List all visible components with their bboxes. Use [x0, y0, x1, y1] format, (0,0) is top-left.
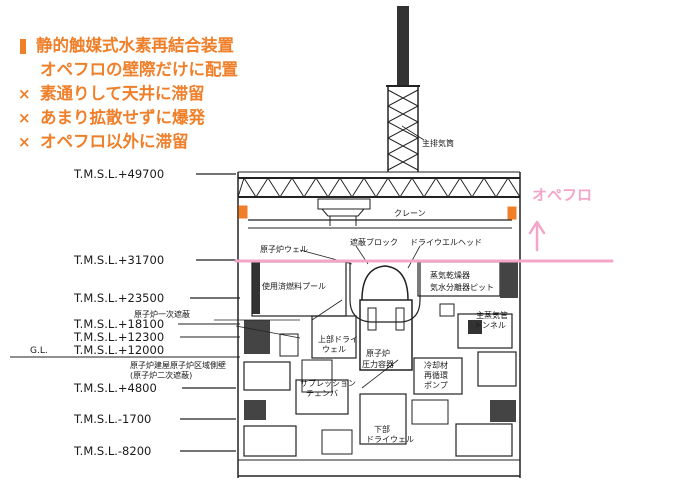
note-placement: オペフロの壁際だけに配置 — [40, 60, 238, 79]
level-12000: T.M.S.L.+12000 — [73, 343, 164, 357]
cooling-label: 冷却材 — [424, 360, 448, 370]
note-problem-2: あまり拡散せずに爆発 — [40, 108, 205, 127]
msl-tunnel-label-2: トンネル — [474, 321, 506, 330]
level-31700: T.M.S.L.+31700 — [73, 253, 164, 267]
containment-label-2: (原子炉二次遮蔽) — [130, 370, 192, 380]
reactor-well-label: 原子炉ウェル — [260, 244, 308, 254]
crane-label: クレーン — [394, 209, 426, 218]
fuel-pool-label: 使用済燃料プール — [262, 281, 326, 291]
rpv-label-2: 圧力容器 — [362, 359, 394, 369]
containment-label: 原子炉建屋原子炉区域側壁 — [130, 360, 226, 370]
note-row-4: × あまり拡散せずに爆発 — [18, 106, 238, 130]
crane — [238, 198, 517, 229]
level-23500: T.M.S.L.+23500 — [73, 291, 164, 305]
building-outline — [237, 171, 521, 478]
bullet-square-icon — [20, 38, 26, 54]
recombiner-marker-left — [238, 205, 248, 219]
gl-label: G.L. — [30, 346, 48, 356]
reactor-middle — [214, 299, 517, 395]
lower-drywell-label-2: ドライウェル — [366, 435, 414, 444]
cross-icon: × — [18, 85, 31, 103]
note-row-1: 静的触媒式水素再結合装置 — [18, 34, 238, 58]
level-12300: T.M.S.L.+12300 — [73, 330, 164, 344]
suppression-label: サプレッション — [300, 379, 356, 388]
cooling-label-2: 再循環 — [424, 370, 448, 380]
note-row-2: オペフロの壁際だけに配置 — [18, 58, 238, 82]
lower-drywell-label: 下部 — [374, 424, 390, 434]
notes-panel: 静的触媒式水素再結合装置 オペフロの壁際だけに配置 × 素通りして天井に滞留 × あ… — [18, 34, 238, 154]
rpv-label: 原子炉 — [366, 348, 390, 358]
roof-truss — [237, 176, 521, 198]
operating-floor-label: オペフロ — [532, 186, 592, 204]
upper-drywell-label: 上部ドライ — [318, 334, 358, 344]
cross-icon: × — [18, 109, 31, 127]
level-minus-1700: T.M.S.L.-1700 — [73, 412, 151, 426]
separator-pit-label: 気水分離器ピット — [430, 282, 494, 292]
level-49700: T.M.S.L.+49700 — [73, 167, 164, 181]
level-minus-8200: T.M.S.L.-8200 — [73, 444, 151, 458]
note-recombiner: 静的触媒式水素再結合装置 — [36, 36, 234, 55]
stack-label: 主排気筒 — [422, 138, 454, 148]
msl-tunnel-label: 主蒸気管 — [476, 310, 508, 320]
upper-drywell-label-2: ウェル — [322, 345, 346, 354]
level-4800: T.M.S.L.+4800 — [73, 381, 157, 395]
note-problem-3: オペフロ以外に滞留 — [40, 132, 189, 151]
shield-plug-label: 遮蔽ブロック — [350, 237, 398, 247]
cooling-label-3: ポンプ — [424, 381, 448, 390]
dryer-pit-label: 蒸気乾燥器 — [430, 270, 470, 280]
note-problem-1: 素通りして天井に滞留 — [40, 84, 205, 103]
recombiner-marker-right — [507, 206, 517, 220]
level-18100: T.M.S.L.+18100 — [73, 317, 164, 331]
operating-floor-annotation: オペフロ — [234, 186, 614, 263]
elevation-labels: T.M.S.L.+49700 T.M.S.L.+31700 T.M.S.L.+2… — [10, 167, 240, 458]
reactor-lower — [238, 379, 520, 477]
cross-icon: × — [18, 133, 31, 151]
note-row-5: × オペフロ以外に滞留 — [18, 130, 238, 154]
arrow-head-icon — [528, 220, 546, 235]
primary-shield-label: 原子炉一次遮蔽 — [134, 309, 190, 319]
suppression-label-2: チェンバ — [306, 389, 338, 398]
drywell-head-label: ドライウエルヘッド — [410, 238, 482, 247]
exhaust-stack — [386, 6, 425, 172]
note-row-3: × 素通りして天井に滞留 — [18, 82, 238, 106]
